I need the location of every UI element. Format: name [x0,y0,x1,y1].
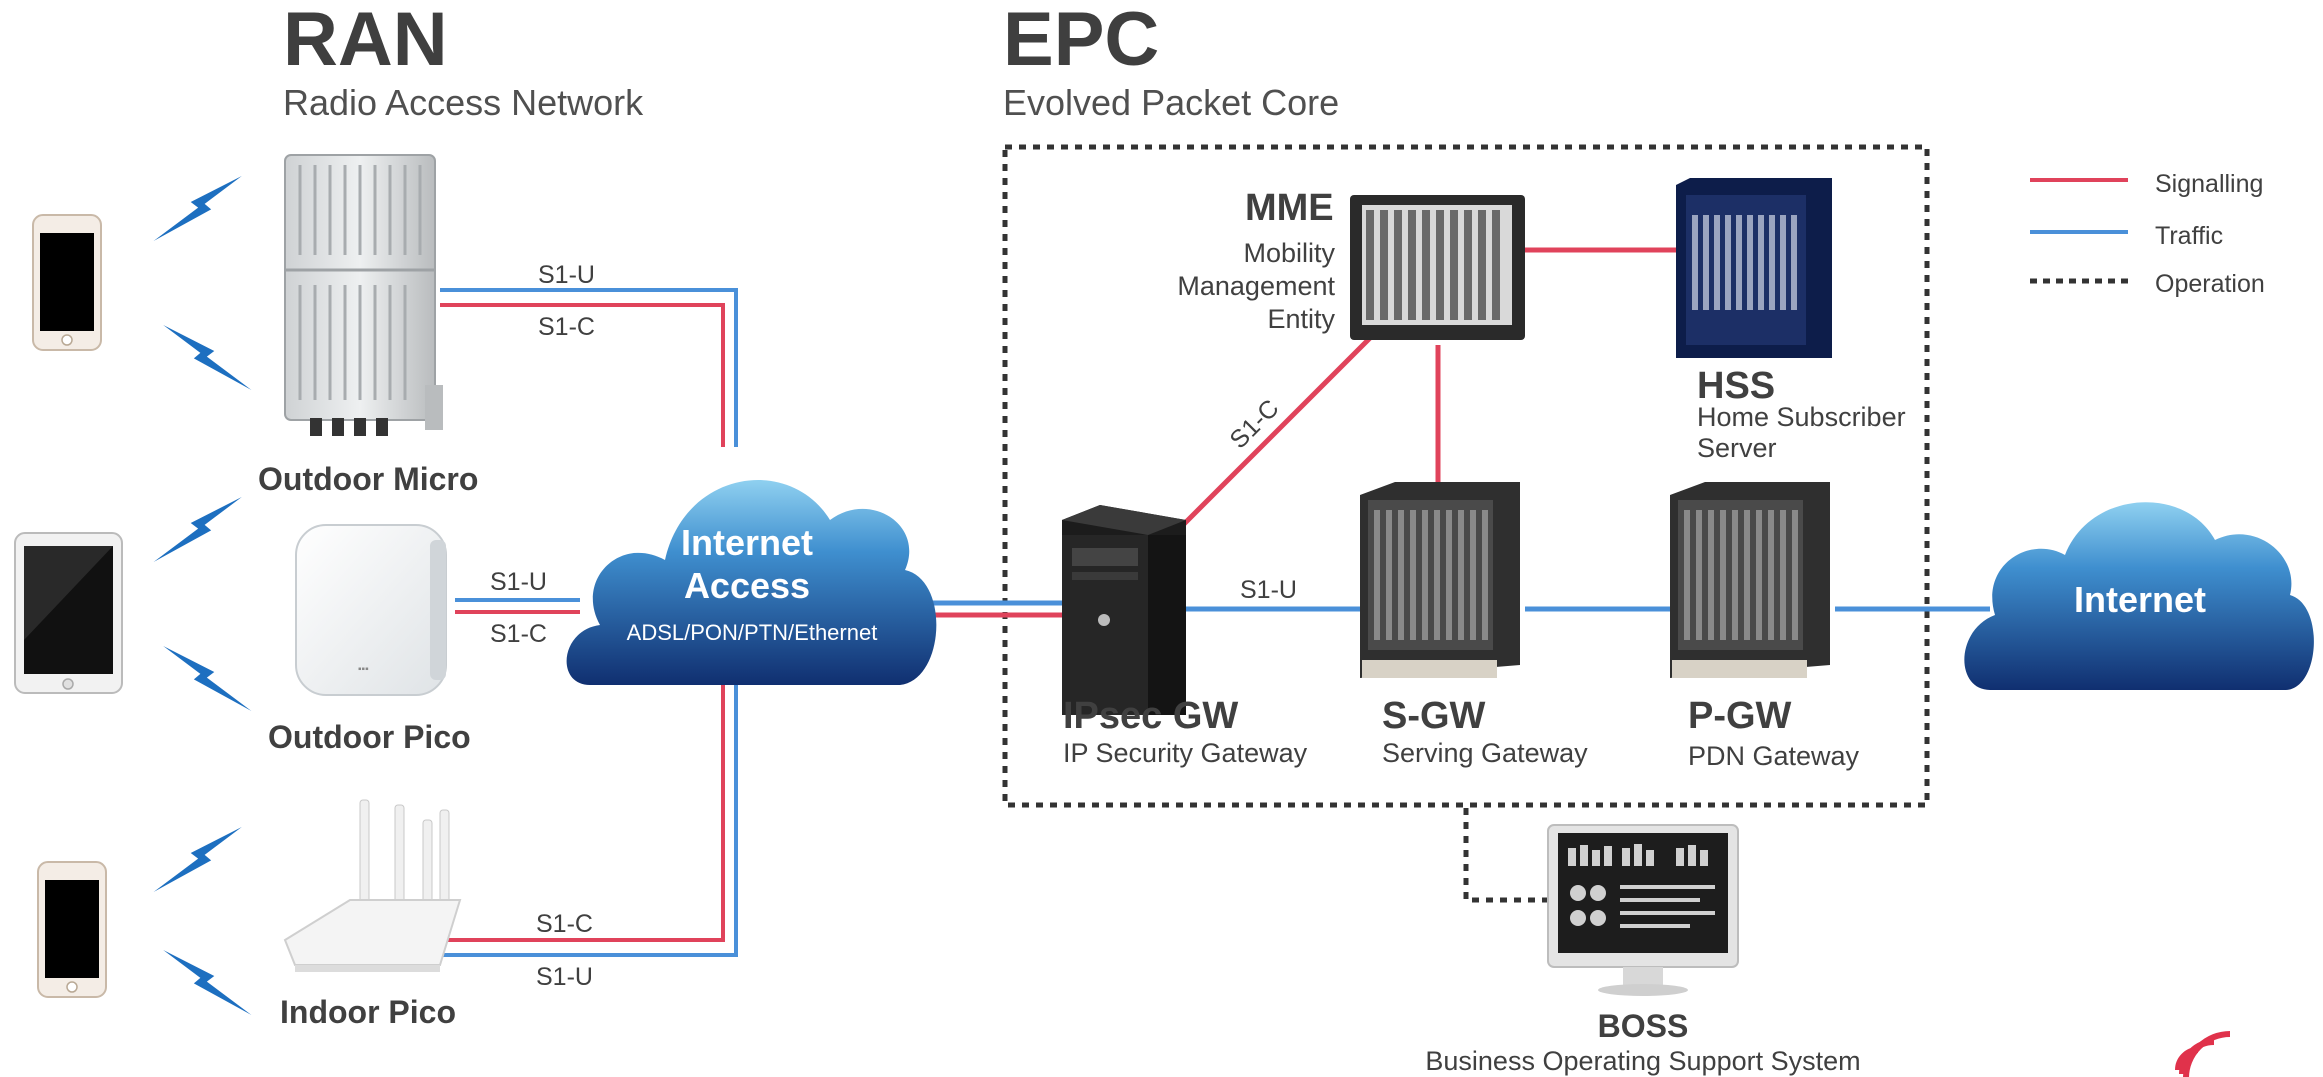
access-cloud-title-line2: Access [684,565,810,606]
lightning-icon [153,827,242,892]
rack-server-icon [1670,482,1830,678]
epc-title: EPC [1003,0,1159,82]
legend-operation-label: Operation [2155,270,2265,298]
lightning-icon [153,497,242,562]
mme-title: MME [1245,187,1334,229]
ran-title: RAN [283,0,448,82]
mme-desc-line2: Management [1177,271,1335,301]
mme-desc-line3: Entity [1267,304,1335,334]
boss-desc: Business Operating Support System [1425,1046,1860,1076]
micro-traffic-line [440,288,738,447]
indoor-traffic-line [430,680,738,957]
sgw-title: S-GW [1382,695,1486,737]
link-label-micro-c: S1-C [538,313,595,341]
lightning-icon [163,325,252,390]
outdoor-micro-icon [284,154,443,436]
hss-desc-line1: Home Subscriber [1697,402,1906,432]
ipsec-mme-signal [1178,328,1380,530]
pgw-desc: PDN Gateway [1688,741,1860,771]
tablet-icon [14,532,123,694]
svg-text:▪▪▪: ▪▪▪ [358,664,369,675]
access-cloud-title-line1: Internet [681,522,813,563]
lightning-icon [153,176,242,241]
link-label-ipsec-sgw: S1-U [1240,576,1297,604]
outdoor-pico-icon: ▪▪▪ [295,524,447,696]
rack-server-icon [1350,195,1525,340]
ipsec-gw-desc: IP Security Gateway [1063,738,1308,768]
legend: Signalling Traffic Operation [2030,170,2265,298]
connection-lines [430,247,1990,957]
legend-traffic-label: Traffic [2155,222,2223,250]
router-icon [283,799,462,972]
indoor-signal-line [430,680,725,942]
cloud-icon [1964,502,2314,690]
boss-title: BOSS [1598,1008,1689,1044]
ipsec-gw-title: IPsec GW [1063,695,1238,737]
outdoor-pico-label: Outdoor Pico [268,719,471,755]
mme-desc-line1: Mobility [1243,238,1335,268]
outdoor-micro-label: Outdoor Micro [258,461,478,497]
phone-icon [32,214,102,351]
indoor-pico-label: Indoor Pico [280,994,456,1030]
link-label-ipsec-mme: S1-C [1224,394,1284,454]
micro-signal-line [440,303,725,447]
logo-icon [2175,1031,2231,1077]
server-tower-icon [1062,505,1186,715]
pgw-title: P-GW [1688,695,1792,737]
rack-server-icon [1676,178,1832,358]
epc-boundary [1002,144,1930,808]
sgw-desc: Serving Gateway [1382,738,1588,768]
epc-subtitle: Evolved Packet Core [1003,82,1339,123]
link-label-pico-u: S1-U [490,568,547,596]
cloud-icon [566,480,937,685]
hss-desc-line2: Server [1697,433,1777,463]
rack-server-icon [1360,482,1520,678]
internet-cloud-label: Internet [2074,579,2206,620]
phone-icon [37,861,107,998]
legend-signalling-label: Signalling [2155,170,2263,198]
ran-subtitle: Radio Access Network [283,82,644,123]
boss-operation-line [1463,808,1555,903]
link-label-indoor-c: S1-C [536,910,593,938]
hss-title: HSS [1697,365,1775,407]
link-label-pico-c: S1-C [490,620,547,648]
monitor-icon [1547,824,1739,996]
access-cloud-subtitle: ADSL/PON/PTN/Ethernet [627,620,878,645]
link-label-micro-u: S1-U [538,261,595,289]
link-label-indoor-u: S1-U [536,963,593,991]
lightning-icon [163,950,252,1015]
lightning-icon [163,646,252,711]
